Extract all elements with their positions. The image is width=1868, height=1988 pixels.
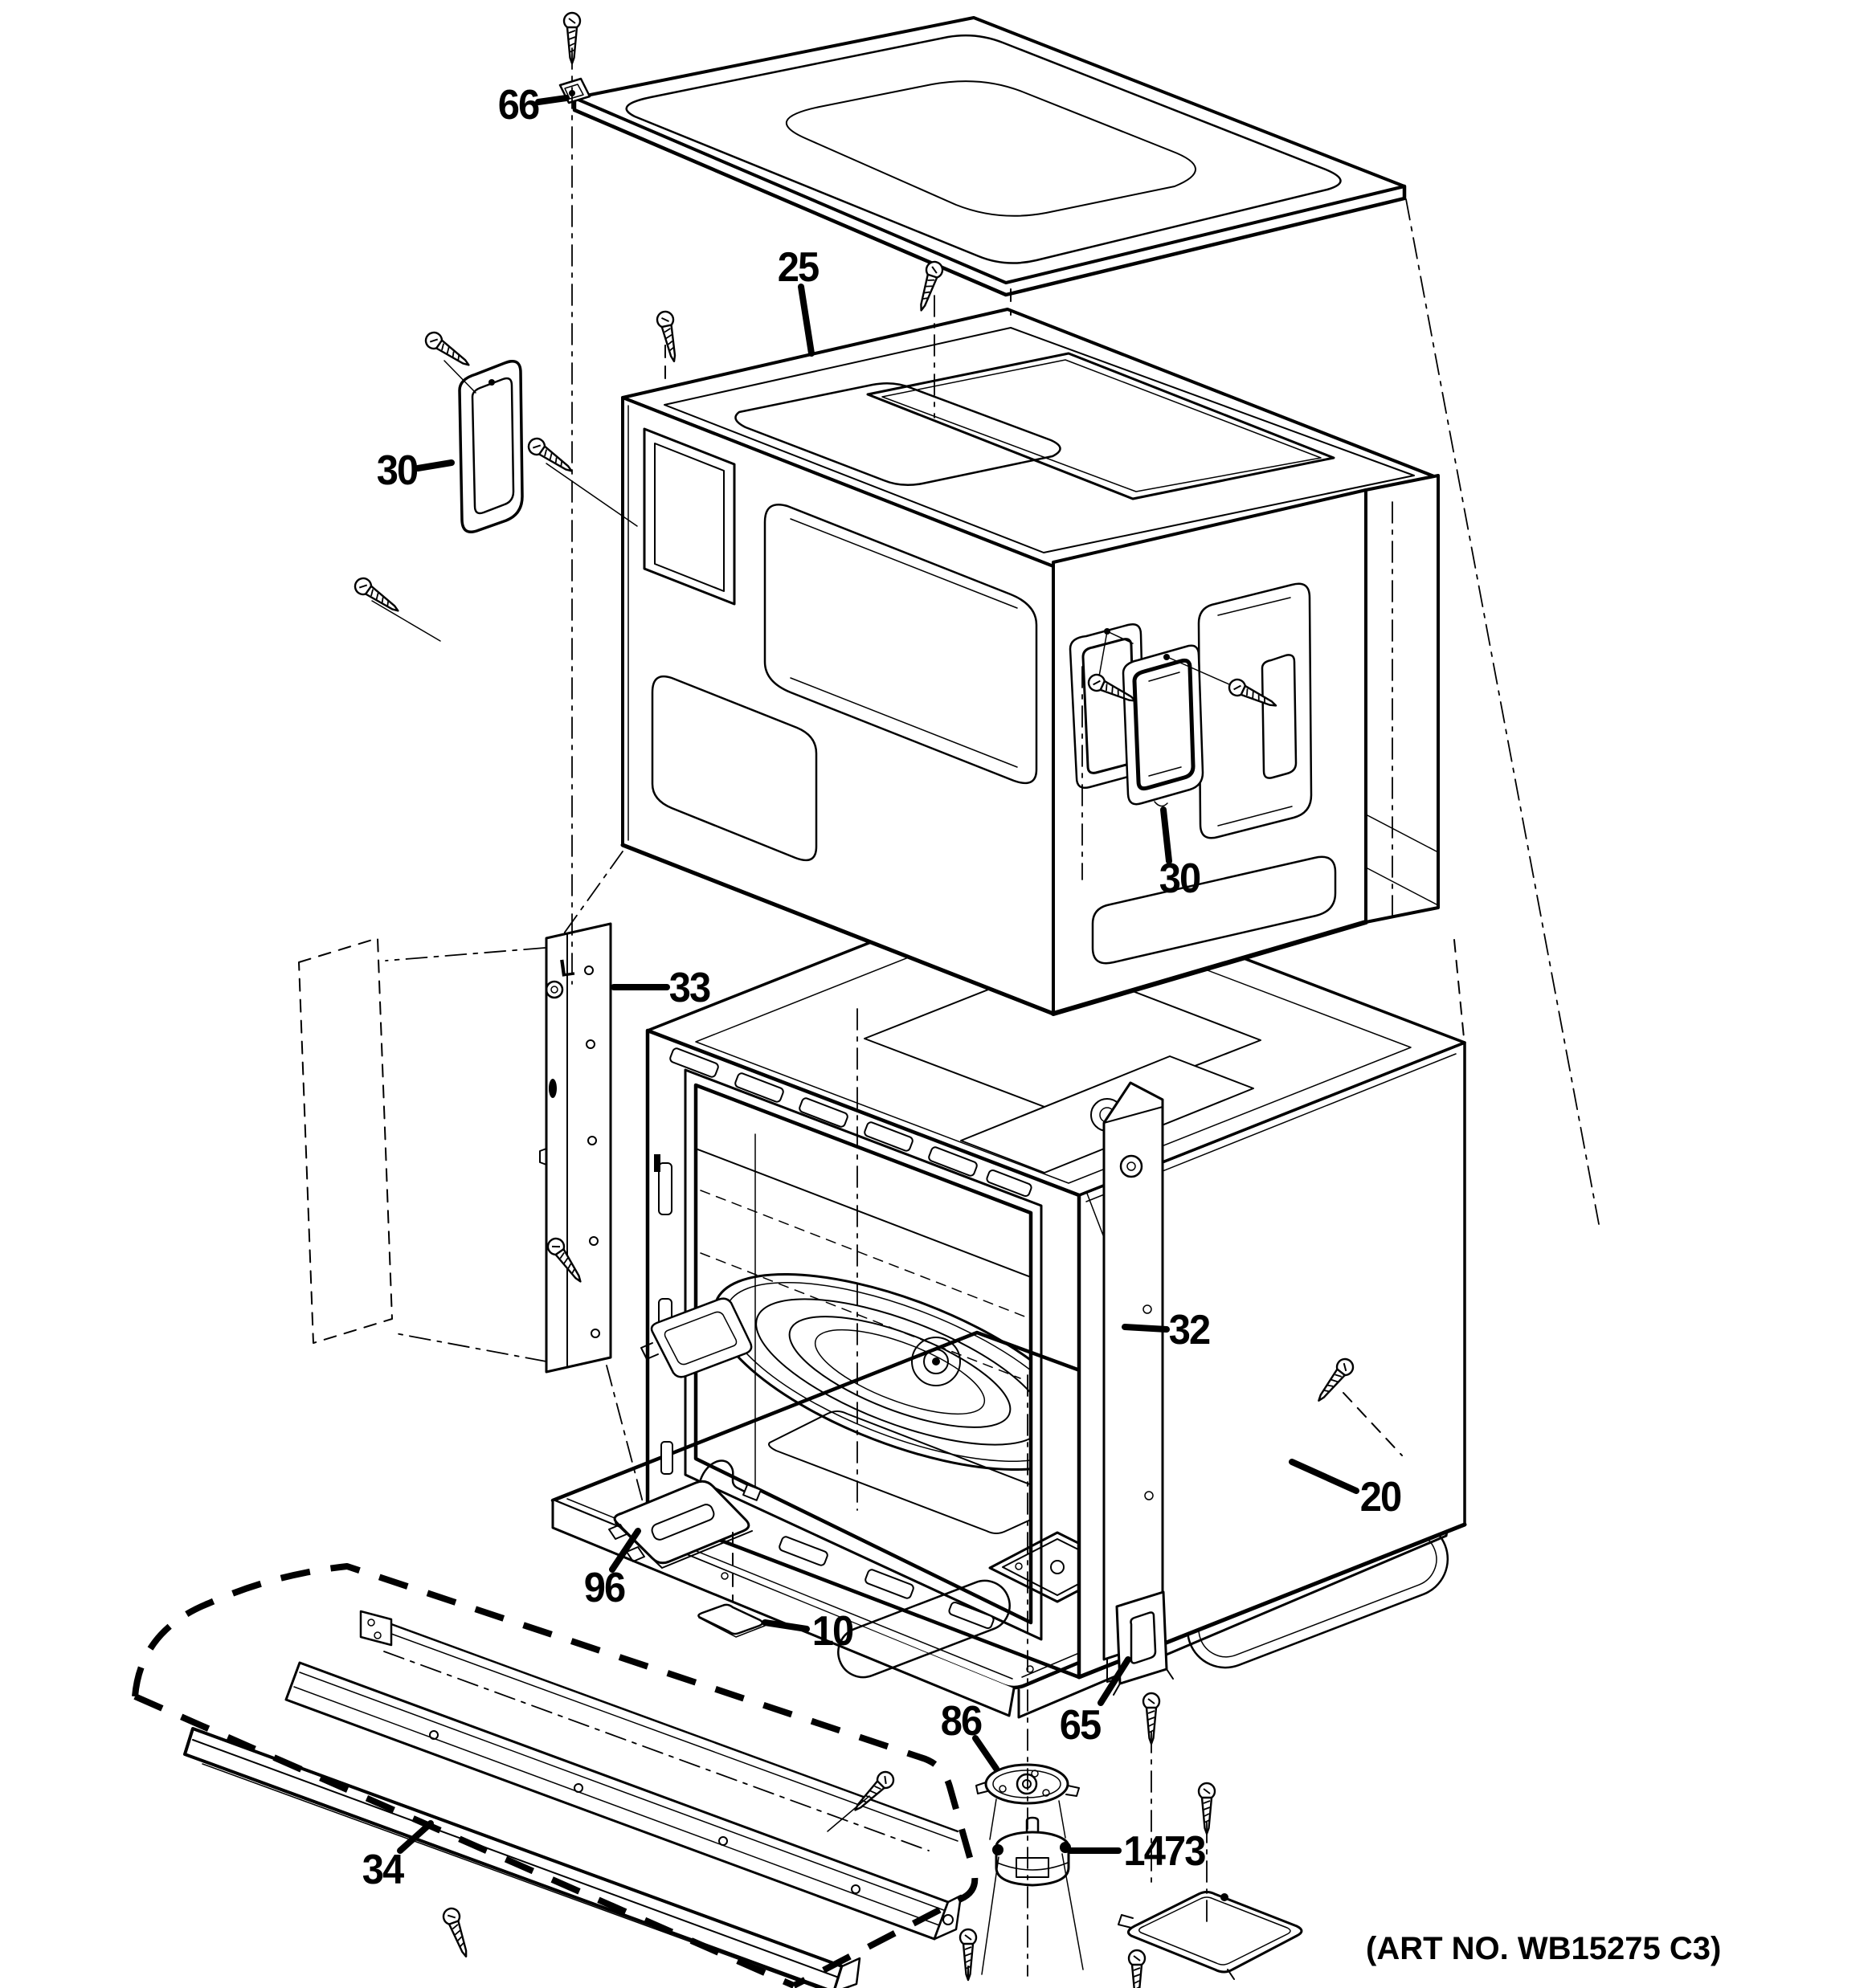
part-label-66: 66 [497, 82, 540, 129]
waveguide-cover-back-30 [1098, 628, 1230, 807]
wrapper-top-hole [866, 352, 1335, 500]
bottom-cover-plate [1118, 1891, 1303, 1980]
part-label-96: 96 [583, 1565, 626, 1611]
top-panel-66 [558, 16, 1407, 297]
part-label-30-left: 30 [376, 447, 419, 494]
motor-projection-lines [981, 1798, 1084, 1975]
outer-wrapper-25 [620, 308, 1440, 1016]
label-pad-10 [697, 1603, 766, 1638]
cover-plate-96 [608, 1459, 762, 1569]
oven-cavity [645, 876, 1467, 1680]
part-label-33: 33 [668, 965, 711, 1011]
stirrer-deck [960, 1055, 1254, 1174]
part-label-34: 34 [362, 1847, 404, 1893]
art-number: (ART NO. WB15275 C3) [1366, 1931, 1722, 1966]
wire [699, 1459, 748, 1494]
part-label-10: 10 [811, 1608, 854, 1655]
left-panel-cutout [643, 427, 736, 606]
part-label-86: 86 [940, 1698, 983, 1745]
part-label-1473: 1473 [1123, 1828, 1206, 1875]
air-duct-32 [1102, 1081, 1164, 1683]
shipping-boundary [132, 1563, 979, 1988]
part-label-30-back: 30 [1159, 855, 1201, 902]
small-shield-plate [640, 1297, 753, 1378]
center-lines [571, 47, 1600, 1985]
waveguide-cover-left-30 [371, 360, 638, 642]
part-label-25: 25 [777, 244, 820, 291]
callout-leaders [397, 95, 1359, 1854]
turntable-motor-1473 [992, 1816, 1071, 1887]
part-label-32: 32 [1168, 1307, 1211, 1353]
part-label-20: 20 [1359, 1474, 1402, 1521]
rail-assembly-34 [132, 1563, 979, 1988]
part-label-65: 65 [1059, 1702, 1102, 1749]
turntable-motor-mount-86 [975, 1763, 1080, 1805]
